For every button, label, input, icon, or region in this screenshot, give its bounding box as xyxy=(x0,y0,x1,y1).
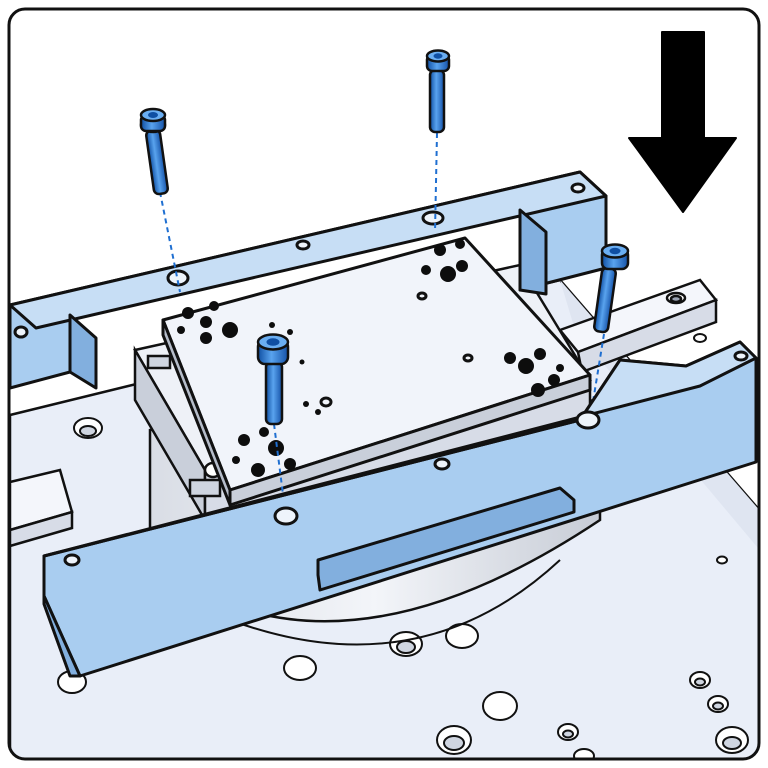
panel-border xyxy=(7,7,761,761)
base-holes xyxy=(57,333,749,759)
right-guide-rail xyxy=(557,278,719,374)
screw-back-left xyxy=(139,107,169,196)
mounting-plate xyxy=(161,236,592,507)
direction-down-arrow-icon xyxy=(628,31,737,213)
plate-holes xyxy=(177,239,564,477)
front-clamp-bar xyxy=(42,340,758,678)
screw-back-right xyxy=(425,49,451,134)
screw-front-left xyxy=(256,333,290,426)
screw-front-right xyxy=(593,243,630,334)
back-clamp-bar xyxy=(9,170,608,390)
